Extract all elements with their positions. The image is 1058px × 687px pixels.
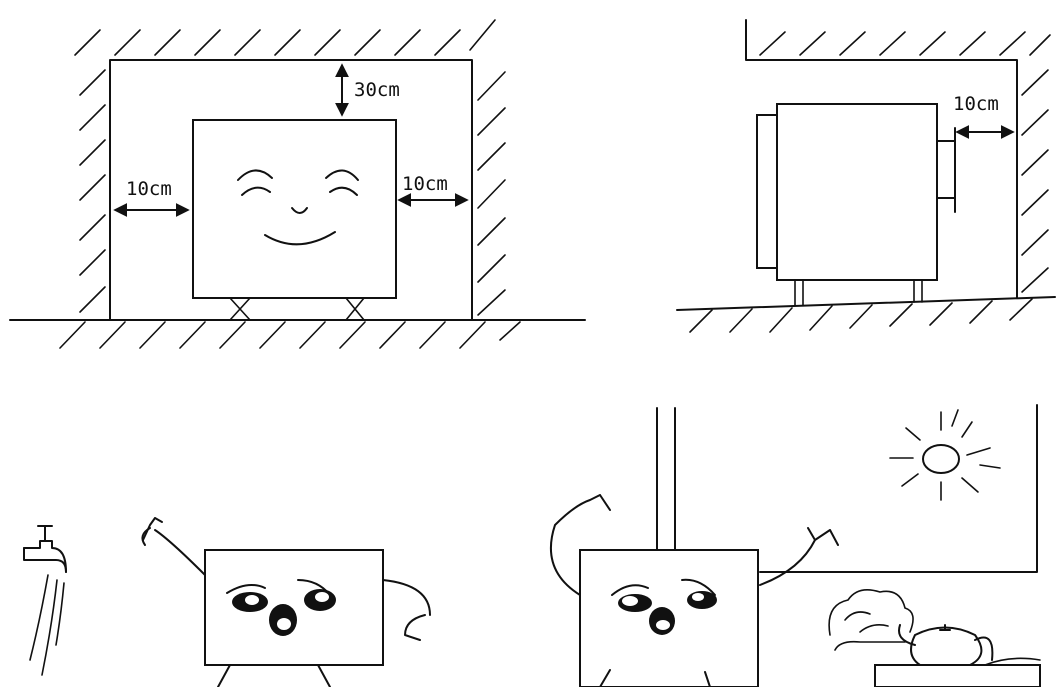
side-floor-line	[676, 296, 1056, 311]
left-clearance-label: 10cm	[126, 178, 172, 200]
near-water-panel	[23, 517, 431, 687]
right-eyebrow	[325, 169, 359, 181]
side-view-panel: 10cm	[676, 19, 1056, 333]
side-floor-hatch	[689, 298, 1033, 333]
left-foot	[229, 297, 251, 321]
rear-bracket	[936, 140, 956, 199]
wall-niche	[9, 59, 586, 321]
sun-icon	[889, 409, 1001, 501]
heater-front	[192, 119, 397, 321]
smile-mouth	[264, 231, 336, 246]
floor-hatch	[59, 321, 521, 349]
left-arm-raised	[142, 517, 206, 576]
faucet-icon	[23, 525, 67, 676]
ceiling-hatch	[74, 19, 496, 56]
plant-and-teapot-icon	[828, 589, 1041, 687]
under-outlet-panel	[549, 404, 1041, 687]
worried-heater-left	[141, 517, 431, 687]
heater-body	[776, 103, 938, 281]
left-eye	[241, 186, 271, 196]
socket-pipe	[656, 407, 676, 554]
side-wall-hatch	[1021, 69, 1049, 293]
right-foot	[345, 297, 365, 321]
right-arm-up	[759, 527, 839, 586]
right-wall-hatch	[477, 71, 506, 316]
brow-l2	[611, 584, 649, 596]
side-clearance-label: 10cm	[953, 93, 999, 115]
top-clearance-label: 30cm	[354, 79, 400, 101]
nose	[291, 207, 308, 214]
side-wall-outline	[745, 19, 1018, 299]
left-arm-up	[549, 494, 611, 596]
side-foot-left	[794, 279, 804, 306]
worried-heater-right	[549, 494, 839, 687]
heater-side	[756, 103, 956, 306]
side-ceiling-hatch	[759, 31, 1051, 56]
right-eye	[329, 186, 358, 196]
right-clearance-label: 10cm	[402, 173, 448, 195]
brow-l	[226, 583, 266, 594]
front-view-panel: 30cm 10cm 10cm	[9, 19, 586, 349]
brow-r2	[681, 578, 716, 596]
window-frame	[759, 404, 1038, 573]
side-foot-right	[913, 279, 923, 303]
right-arm-down	[382, 579, 431, 641]
left-wall-hatch	[79, 69, 106, 313]
front-panel	[756, 114, 779, 269]
left-eyebrow	[237, 169, 273, 181]
teapot	[910, 626, 983, 666]
